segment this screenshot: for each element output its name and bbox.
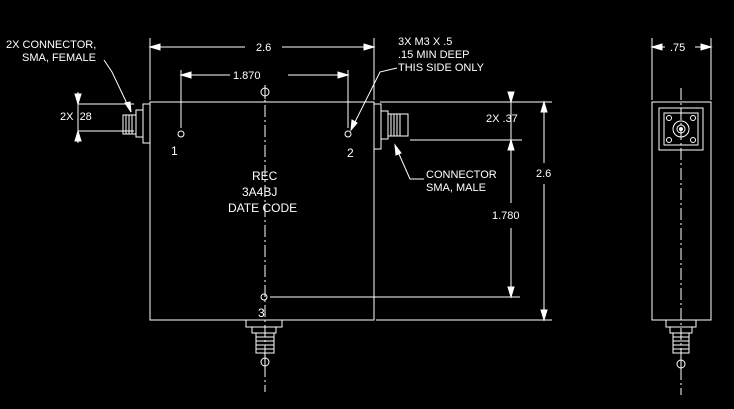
side-connector-bottom	[665, 319, 697, 354]
dim-height-label: 2.6	[536, 168, 551, 180]
side-centerline-symbol	[676, 357, 686, 371]
front-view	[74, 38, 552, 392]
dim-male-offset-label: 2X .37	[486, 113, 518, 125]
note-male-connector-line1: CONNECTOR	[426, 169, 497, 181]
port-label-1: 1	[171, 144, 178, 158]
connector-female-left	[122, 103, 151, 144]
dim-hole-vertical-label: 1.780	[492, 210, 520, 222]
note-holes-line1: 3X M3 X .5	[398, 36, 452, 48]
leader-holes	[350, 67, 398, 131]
note-female-connector-line1: 2X CONNECTOR,	[6, 39, 96, 51]
connector-bottom	[245, 319, 283, 354]
dim-female-offset-label: 2X .28	[60, 111, 92, 123]
note-female-connector-line2: SMA, FEMALE	[22, 52, 96, 64]
body-text-line1: REC	[252, 169, 278, 183]
leader-male-connector	[394, 144, 424, 180]
side-connector-flange	[658, 107, 704, 151]
note-male-connector-line2: SMA, MALE	[426, 182, 486, 194]
dim-side-depth	[650, 38, 713, 100]
body-text-line3: DATE CODE	[228, 201, 297, 215]
dim-hole-vertical	[270, 150, 520, 299]
dim-overall-width-label: 2.6	[256, 42, 271, 54]
dim-hole-spacing-label: 1.870	[233, 70, 261, 82]
note-holes-line3: THIS SIDE ONLY	[398, 62, 485, 74]
port-label-2: 2	[347, 146, 354, 160]
dim-side-depth-label: .75	[670, 42, 685, 54]
centerline-symbol-top	[260, 85, 270, 99]
side-view	[650, 38, 713, 395]
mount-hole-2	[344, 130, 352, 138]
connector-male-right	[373, 103, 409, 150]
dim-height	[376, 100, 552, 322]
dim-male-offset	[380, 91, 522, 151]
mount-hole-3	[260, 293, 268, 301]
dim-overall-width	[148, 38, 376, 100]
mount-hole-1	[177, 130, 185, 138]
port-label-3: 3	[258, 306, 265, 320]
leader-female-connector	[103, 59, 132, 113]
dim-female-offset	[74, 92, 134, 143]
centerline-symbol-bottom	[260, 355, 270, 369]
body-text-line2: 3A4BJ	[242, 185, 277, 199]
note-holes-line2: .15 MIN DEEP	[398, 49, 470, 61]
dim-hole-spacing	[179, 70, 350, 128]
